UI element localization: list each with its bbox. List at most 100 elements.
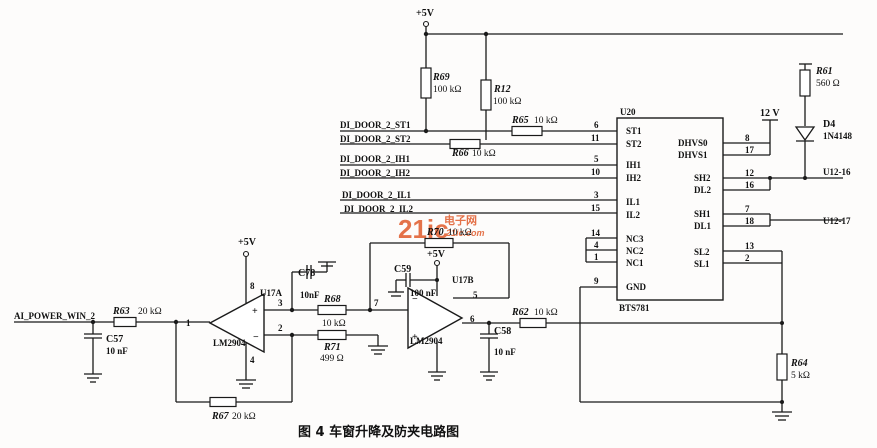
r66-name: R66 [451, 148, 469, 159]
signal-u12-16: U12-16 [823, 167, 851, 177]
u17a-pin-top: 8 [250, 281, 255, 291]
pin-label: NC3 [626, 234, 644, 244]
supply-12v: 12 V [760, 108, 780, 119]
pin-label: SL1 [694, 259, 710, 269]
signal-ih1: DI_DOOR_2_IH1 [340, 154, 411, 164]
pin-label: DL2 [694, 185, 712, 195]
r63-value: 20 kΩ [138, 307, 162, 317]
watermark: 21ic 电子网 21ic.com [398, 213, 485, 244]
pin-label: IH2 [626, 173, 642, 183]
r67-name: R67 [211, 411, 230, 422]
pin-num: 9 [594, 276, 599, 286]
r68-value: 10 kΩ [322, 319, 346, 329]
pin-num: 11 [591, 133, 600, 143]
c58-value: 10 nF [494, 347, 516, 357]
c58-name: C58 [494, 326, 511, 337]
pin-label: SH2 [694, 173, 711, 183]
resistor-r61 [799, 69, 811, 97]
r65-name: R65 [511, 115, 529, 126]
resistor-r12 [480, 79, 492, 111]
r69-value: 100 kΩ [433, 85, 461, 95]
pin-label: GND [626, 282, 647, 292]
pin-label: IL1 [626, 197, 641, 207]
u17b-pin-6: 6 [470, 314, 475, 324]
resistor-r70 [424, 237, 454, 249]
c78-name: C78 [298, 268, 315, 279]
pin-label: DHVS1 [678, 150, 708, 160]
chip-part: BTS781 [619, 303, 650, 313]
pin-num: 2 [745, 253, 750, 263]
pin-label: SH1 [694, 209, 711, 219]
r62-name: R62 [511, 307, 529, 318]
u17a-pin-3: 3 [278, 298, 283, 308]
r71-value: 499 Ω [320, 354, 344, 364]
c78-value: 10nF [300, 290, 320, 300]
pin-num: 1 [594, 252, 599, 262]
c59-value: 100 nF [410, 288, 437, 298]
u17a-minus: − [253, 332, 259, 343]
r69-name: R69 [432, 72, 450, 83]
watermark-cn: 电子网 [444, 213, 477, 227]
pin-num: 13 [745, 241, 755, 251]
pin-num: 8 [745, 133, 750, 143]
supply-5v-u17a: +5V [238, 237, 257, 248]
pin-label: SL2 [694, 247, 710, 257]
u17a-ref: U17A [260, 288, 282, 298]
pin-num: 14 [591, 228, 601, 238]
pin-num: 10 [591, 167, 601, 177]
c57-value: 10 nF [106, 346, 128, 356]
supply-5v-top: +5V [416, 8, 435, 19]
supply-5v-terminal [422, 20, 430, 28]
pin-label: DL1 [694, 221, 712, 231]
signal-st2: DI_DOOR_2_ST2 [340, 134, 411, 144]
pin-num: 4 [594, 240, 599, 250]
supply-5v-u17b: +5V [427, 249, 446, 260]
chip-right-pins: DHVS0 8 DHVS1 17 SH2 12 DL2 16 SH1 7 DL1… [678, 133, 755, 269]
r70-name: R70 [426, 227, 444, 238]
pin-num: 5 [594, 154, 599, 164]
resistor-r63 [113, 316, 137, 328]
chip-left-pins: 6 ST1 11 ST2 5 IH1 10 IH2 3 IL1 15 IL2 1… [591, 120, 647, 292]
r65-value: 10 kΩ [534, 116, 558, 126]
resistor-r68 [317, 304, 347, 316]
pin-num: 18 [745, 216, 755, 226]
signal-st1: DI_DOOR_2_ST1 [340, 120, 411, 130]
signal-u12-17: U12-17 [823, 216, 851, 226]
c59-name: C59 [394, 264, 411, 275]
u17b-ref: U17B [452, 275, 474, 285]
node-1: 1 [186, 318, 191, 328]
chip-bts781 [616, 117, 724, 301]
r67-value: 20 kΩ [232, 412, 256, 422]
resistor-r67 [209, 396, 237, 408]
pin-num: 17 [745, 145, 755, 155]
pin-label: NC1 [626, 258, 644, 268]
figure-caption: 图 4 车窗升降及防夹电路图 [298, 424, 459, 440]
signal-ih2: DI_DOOR_2_IH2 [340, 168, 411, 178]
pin-num: 16 [745, 180, 755, 190]
diode-part: 1N4148 [823, 131, 852, 141]
r64-value: 5 kΩ [791, 371, 810, 381]
u17a-part: LM2904 [213, 338, 246, 348]
r12-value: 100 kΩ [493, 97, 521, 107]
pin-label: DHVS0 [678, 138, 708, 148]
resistor-r71 [317, 329, 347, 341]
node-7: 7 [374, 298, 379, 308]
pin-num: 6 [594, 120, 599, 130]
u17a-pin-bottom: 4 [250, 355, 255, 365]
resistor-r69 [420, 67, 432, 99]
r66-value: 10 kΩ [472, 149, 496, 159]
r12-name: R12 [493, 84, 511, 95]
signal-il2: DI_DOOR_2_IL2 [344, 204, 414, 214]
pin-num: 3 [594, 190, 599, 200]
pin-label: ST2 [626, 139, 642, 149]
resistor-r64 [776, 353, 788, 381]
pin-label: IH1 [626, 160, 642, 170]
u17a-pin-2: 2 [278, 323, 283, 333]
diode-d4 [794, 126, 816, 142]
r62-value: 10 kΩ [534, 308, 558, 318]
r68-name: R68 [323, 294, 341, 305]
pin-num: 12 [745, 168, 755, 178]
watermark-site: 21ic.com [445, 228, 485, 238]
chip-ref: U20 [620, 107, 636, 117]
